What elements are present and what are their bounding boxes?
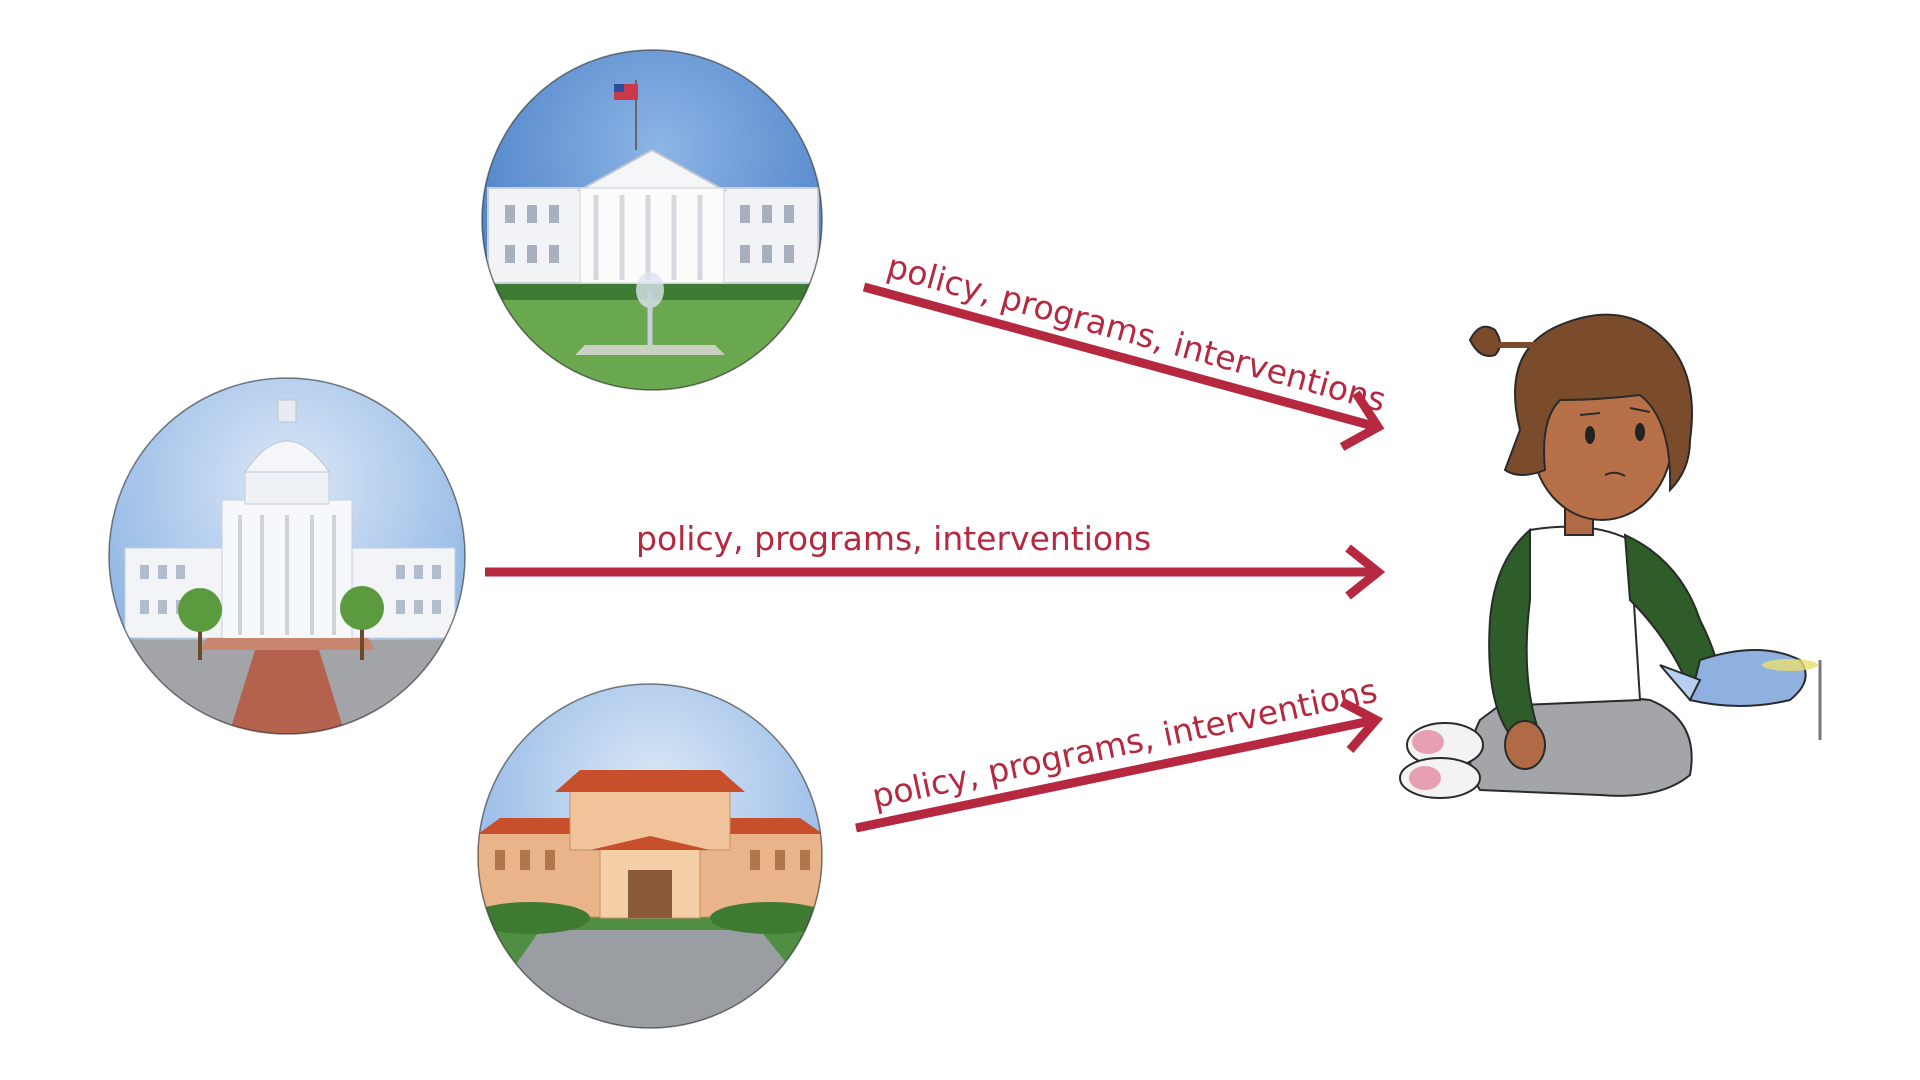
arrow-state <box>485 544 1386 600</box>
local-school-illustration <box>477 683 823 1029</box>
state-capitol-illustration <box>108 377 466 735</box>
arrow-label-local: policy, programs, interventions <box>869 671 1381 816</box>
arrow-label-state: policy, programs, interventions <box>636 519 1151 558</box>
white-house-illustration <box>481 49 823 391</box>
child-illustration <box>1399 313 1822 799</box>
toy-airplane-icon <box>1659 649 1822 740</box>
arrow-label-federal: policy, programs, interventions <box>883 246 1390 420</box>
arrow-federal <box>862 282 1385 451</box>
arrow-local <box>855 698 1384 833</box>
